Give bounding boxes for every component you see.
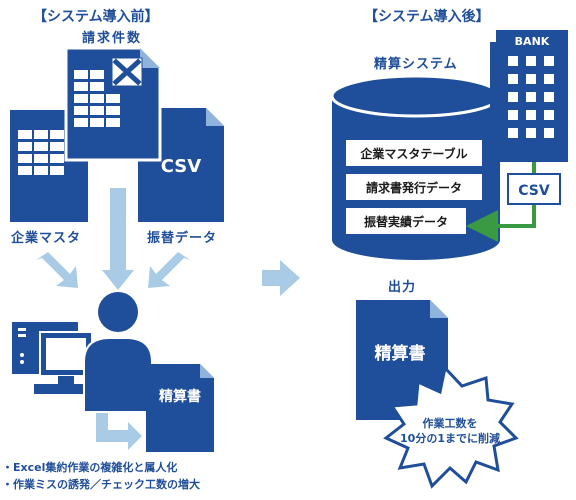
arrow-to-invoice-icon	[96, 412, 142, 450]
db-table-invoice-label: 請求書発行データ	[366, 180, 462, 195]
bank-label: BANK	[515, 35, 550, 48]
issue-item-1: ・Excel集約作業の複雑化と属人化	[2, 460, 177, 474]
bank-csv-box: CSV	[507, 173, 561, 205]
db-table-transfer-label: 振替実績データ	[364, 214, 448, 229]
person-icon	[83, 292, 153, 413]
issue-item-2: ・作業ミスの誘発／チェック工数の増大	[2, 477, 200, 491]
db-table-master: 企業マスタテーブル	[346, 140, 482, 166]
computer-icon	[12, 322, 114, 394]
transition-arrow-icon	[262, 260, 300, 296]
bank-building-icon: BANK	[490, 30, 568, 162]
excel-x-icon	[111, 57, 143, 87]
bank-csv-connector	[466, 162, 536, 242]
burst-line-2: 10分の1までに削減	[400, 431, 500, 445]
burst-line-1: 作業工数を	[423, 416, 478, 430]
transfer-data-label: 振替データ	[147, 230, 217, 246]
output-invoice-doc-text: 精算書	[375, 343, 426, 364]
invoice-doc-text: 精算書	[159, 388, 201, 405]
before-title: 【システム導入前】	[33, 8, 159, 25]
system-label: 精算システム	[374, 56, 458, 72]
output-label: 出力	[388, 279, 416, 295]
db-table-invoice: 請求書発行データ	[346, 174, 482, 200]
db-table-master-label: 企業マスタテーブル	[359, 146, 467, 161]
invoice-count-label: 請求件数	[82, 30, 142, 46]
reduction-burst-badge: 作業工数を 10分の1までに削減	[383, 364, 519, 489]
excel-document-icon	[64, 46, 162, 162]
master-label: 企業マスタ	[10, 230, 81, 246]
flow-arrows	[36, 188, 190, 450]
after-title: 【システム導入後】	[364, 8, 490, 25]
csv-doc-text: CSV	[161, 156, 202, 177]
arrow-down-left-icon	[36, 252, 78, 288]
db-table-transfer: 振替実績データ	[346, 208, 466, 234]
arrow-down-center-icon	[102, 188, 134, 290]
bank-csv-label: CSV	[518, 183, 550, 199]
invoice-document-icon: 精算書	[146, 364, 214, 452]
arrow-down-right-icon	[148, 252, 190, 288]
